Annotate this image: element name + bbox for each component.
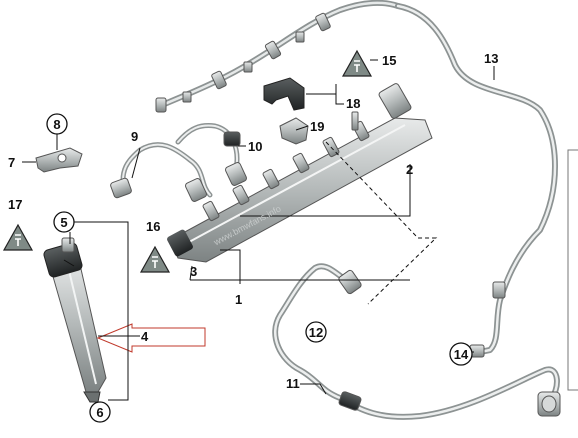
svg-text:6: 6 — [96, 405, 103, 420]
callout-18: 18 — [346, 96, 360, 111]
high-pressure-rail — [167, 83, 433, 263]
callout-19: 19 — [310, 119, 324, 134]
electrical-warning-icon — [342, 50, 372, 77]
callout-4: 4 — [141, 329, 149, 344]
fuel-injector — [43, 237, 107, 403]
callout-14: 14 — [449, 342, 473, 366]
callout-13: 13 — [484, 51, 498, 66]
callout-5: 5 — [53, 211, 75, 233]
svg-text:12: 12 — [309, 325, 323, 340]
bracket-18 — [263, 77, 309, 145]
clip-8 — [35, 147, 83, 173]
leader-lines — [22, 59, 495, 401]
callout-7: 7 — [8, 155, 15, 170]
edge-bracket-partial — [567, 149, 578, 391]
red-arrow — [96, 323, 206, 353]
callout-8: 8 — [46, 113, 68, 135]
callout-1: 1 — [235, 292, 242, 307]
high-pressure-line-11 — [272, 263, 561, 420]
callout-17: 17 — [8, 197, 22, 212]
callout-16: 16 — [146, 219, 160, 234]
callout-15: 15 — [382, 53, 396, 68]
callout-3: 3 — [190, 264, 197, 279]
fuel-return-line-harness — [155, 0, 401, 113]
svg-text:5: 5 — [60, 215, 67, 230]
callout-10: 10 — [248, 139, 262, 154]
callout-12: 12 — [305, 321, 327, 343]
callout-2: 2 — [406, 162, 413, 177]
callout-11: 11 — [286, 376, 300, 391]
svg-text:14: 14 — [454, 347, 469, 362]
callout-9: 9 — [131, 129, 138, 144]
svg-text:8: 8 — [53, 117, 60, 132]
electrical-warning-icon — [3, 224, 33, 251]
injector-line-9 — [110, 123, 247, 202]
callout-6: 6 — [89, 401, 111, 423]
electrical-warning-icon — [140, 246, 170, 273]
high-pressure-line-13 — [395, 3, 558, 358]
